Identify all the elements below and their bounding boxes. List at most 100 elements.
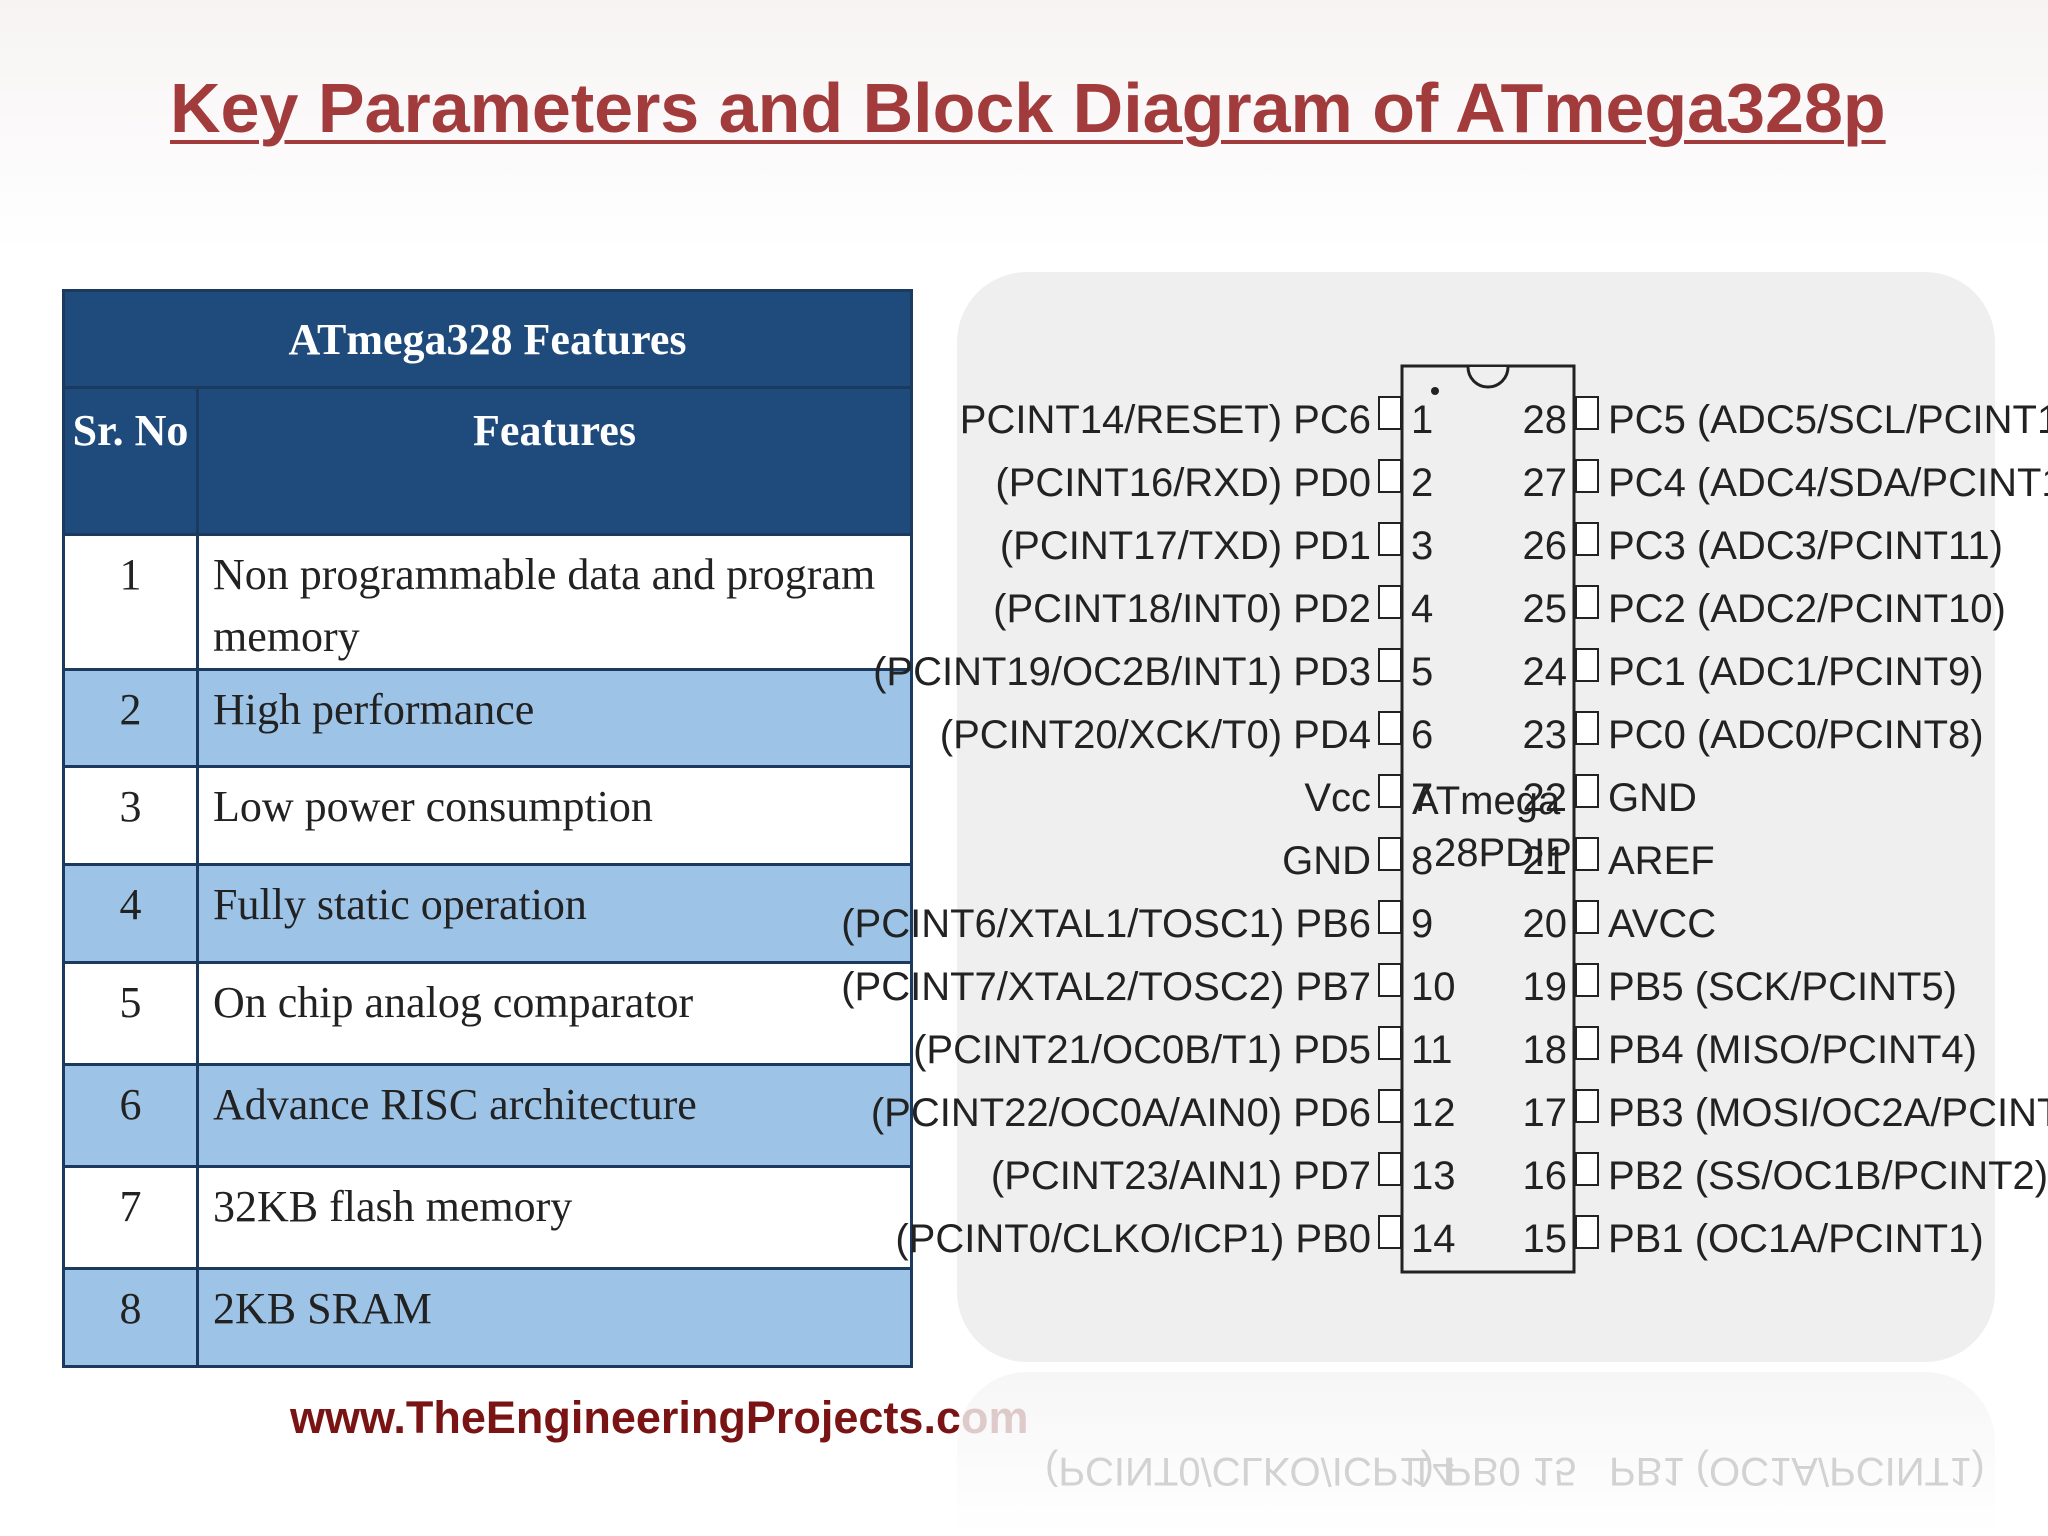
pin-label-right: PC1 (ADC1/PCINT9) — [1608, 650, 1984, 694]
pin-number-right: 25 — [1523, 587, 1568, 631]
pin-label-left: (PCINT7/XTAL2/TOSC2) PB7 — [841, 965, 1371, 1009]
pin-pad-right — [1575, 1026, 1599, 1060]
pin-number-right: 27 — [1523, 461, 1568, 505]
pin-label-right: AVCC — [1608, 902, 1716, 946]
header-background — [0, 0, 2048, 250]
pin-label-right: PC2 (ADC2/PCINT10) — [1608, 587, 2006, 631]
pin-number-right: 15 — [1523, 1217, 1568, 1261]
pin-number-right: 21 — [1523, 839, 1568, 883]
pin-pad-left — [1378, 522, 1402, 556]
pin-pad-left — [1378, 1089, 1402, 1123]
row-number: 1 — [62, 533, 199, 671]
pin-label-right: PB4 (MISO/PCINT4) — [1608, 1028, 1977, 1072]
pin-number-left: 12 — [1411, 1091, 1456, 1135]
pin-pad-right — [1575, 585, 1599, 619]
header-sr-no: Sr. No — [62, 386, 199, 536]
pin-number-left: 8 — [1411, 839, 1433, 883]
pin-number-left: 13 — [1411, 1154, 1456, 1198]
pin-pad-left — [1378, 648, 1402, 682]
pin-pad-left — [1378, 396, 1402, 430]
pin-number-right: 20 — [1523, 902, 1568, 946]
pin-label-left: Vcc — [1304, 776, 1371, 820]
pin-label-left: (PCINT16/RXD) PD0 — [995, 461, 1371, 505]
pin-pad-right — [1575, 1215, 1599, 1249]
row-number: 6 — [62, 1063, 199, 1168]
row-feature: 32KB flash memory — [196, 1165, 913, 1270]
pin-label-left: (PCINT22/OC0A/AIN0) PD6 — [871, 1091, 1371, 1135]
row-number: 2 — [62, 668, 199, 768]
pin-number-left: 4 — [1411, 587, 1433, 631]
pin-number-left: 3 — [1411, 524, 1433, 568]
pin-label-right: PC4 (ADC4/SDA/PCINT12) — [1608, 461, 2048, 505]
pin-pad-left — [1378, 1215, 1402, 1249]
table-row: 6 Advance RISC architecture — [62, 1063, 913, 1168]
pin-label-right: PC0 (ADC0/PCINT8) — [1608, 713, 1984, 757]
pin-label-left: (PCINT6/XTAL1/TOSC1) PB6 — [841, 902, 1371, 946]
table-row: 3 Low power consumption — [62, 765, 913, 866]
pin-pad-left — [1378, 459, 1402, 493]
pin-pad-left — [1378, 585, 1402, 619]
row-feature: Low power consumption — [196, 765, 913, 866]
pin-label-right: PB1 (OC1A/PCINT1) — [1608, 1217, 1984, 1261]
chip-name-line1: ATmega — [1412, 779, 1561, 823]
pin-label-right: PB3 (MOSI/OC2A/PCINT3) — [1608, 1091, 2048, 1135]
panel-reflection — [957, 1372, 1995, 1536]
pin-pad-right — [1575, 648, 1599, 682]
chip-body — [1400, 364, 1576, 1274]
pin-number-right: 24 — [1523, 650, 1568, 694]
header-features: Features — [196, 386, 913, 536]
pin-pad-left — [1378, 711, 1402, 745]
pin-pad-right — [1575, 774, 1599, 808]
pin-pad-left — [1378, 963, 1402, 997]
features-table: ATmega328 Features Sr. No Features 1 Non… — [62, 289, 913, 1368]
pin-label-right: GND — [1608, 776, 1697, 820]
slide-title: Key Parameters and Block Diagram of ATme… — [170, 69, 1886, 147]
pin-label-right: PC3 (ADC3/PCINT11) — [1608, 524, 2003, 568]
pin-label-right: PB5 (SCK/PCINT5) — [1608, 965, 1957, 1009]
row-feature: Advance RISC architecture — [196, 1063, 913, 1168]
pin-label-left: (PCINT18/INT0) PD2 — [993, 587, 1371, 631]
pin-pad-right — [1575, 459, 1599, 493]
pin-number-right: 16 — [1523, 1154, 1568, 1198]
pin-number-right: 17 — [1523, 1091, 1568, 1135]
pin-number-left: 5 — [1411, 650, 1433, 694]
pin-number-left: 11 — [1411, 1028, 1453, 1072]
row-feature: Non programmable data and program memory — [196, 533, 913, 671]
pin-label-left: (PCINT21/OC0B/T1) PD5 — [913, 1028, 1371, 1072]
pin-pad-left — [1378, 1152, 1402, 1186]
pin-pad-right — [1575, 837, 1599, 871]
row-number: 7 — [62, 1165, 199, 1270]
table-row: 4 Fully static operation — [62, 863, 913, 964]
pinout-panel — [957, 272, 1995, 1362]
pin-number-left: 9 — [1411, 902, 1433, 946]
chip-name-line2: 28PDIP — [1434, 831, 1572, 875]
pin-pad-right — [1575, 1152, 1599, 1186]
pin-number-left: 6 — [1411, 713, 1433, 757]
row-feature: 2KB SRAM — [196, 1267, 913, 1368]
table-row: 5 On chip analog comparator — [62, 961, 913, 1066]
row-number: 8 — [62, 1267, 199, 1368]
row-feature: High performance — [196, 668, 913, 768]
pin-label-left: GND — [1282, 839, 1371, 883]
pin-pad-right — [1575, 711, 1599, 745]
pin-number-left: 7 — [1411, 776, 1433, 820]
pin-label-left: (PCINT19/OC2B/INT1) PD3 — [873, 650, 1371, 694]
pin-number-right: 18 — [1523, 1028, 1568, 1072]
pin-number-left: 1 — [1411, 398, 1433, 442]
row-number: 5 — [62, 961, 199, 1066]
website-watermark[interactable]: www.TheEngineeringProjects.com — [290, 1392, 1029, 1443]
pin-number-left: 14 — [1411, 1217, 1456, 1261]
pin-number-right: 19 — [1523, 965, 1568, 1009]
pin-number-left: 10 — [1411, 965, 1456, 1009]
pin-number-right: 23 — [1523, 713, 1568, 757]
pin-label-left: PCINT14/RESET) PC6 — [960, 398, 1371, 442]
pin-label-left: (PCINT17/TXD) PD1 — [1000, 524, 1371, 568]
pin-pad-left — [1378, 837, 1402, 871]
pin-pad-right — [1575, 396, 1599, 430]
row-feature: Fully static operation — [196, 863, 913, 964]
row-number: 4 — [62, 863, 199, 964]
pin-pad-left — [1378, 774, 1402, 808]
chip-notch — [1466, 366, 1510, 389]
